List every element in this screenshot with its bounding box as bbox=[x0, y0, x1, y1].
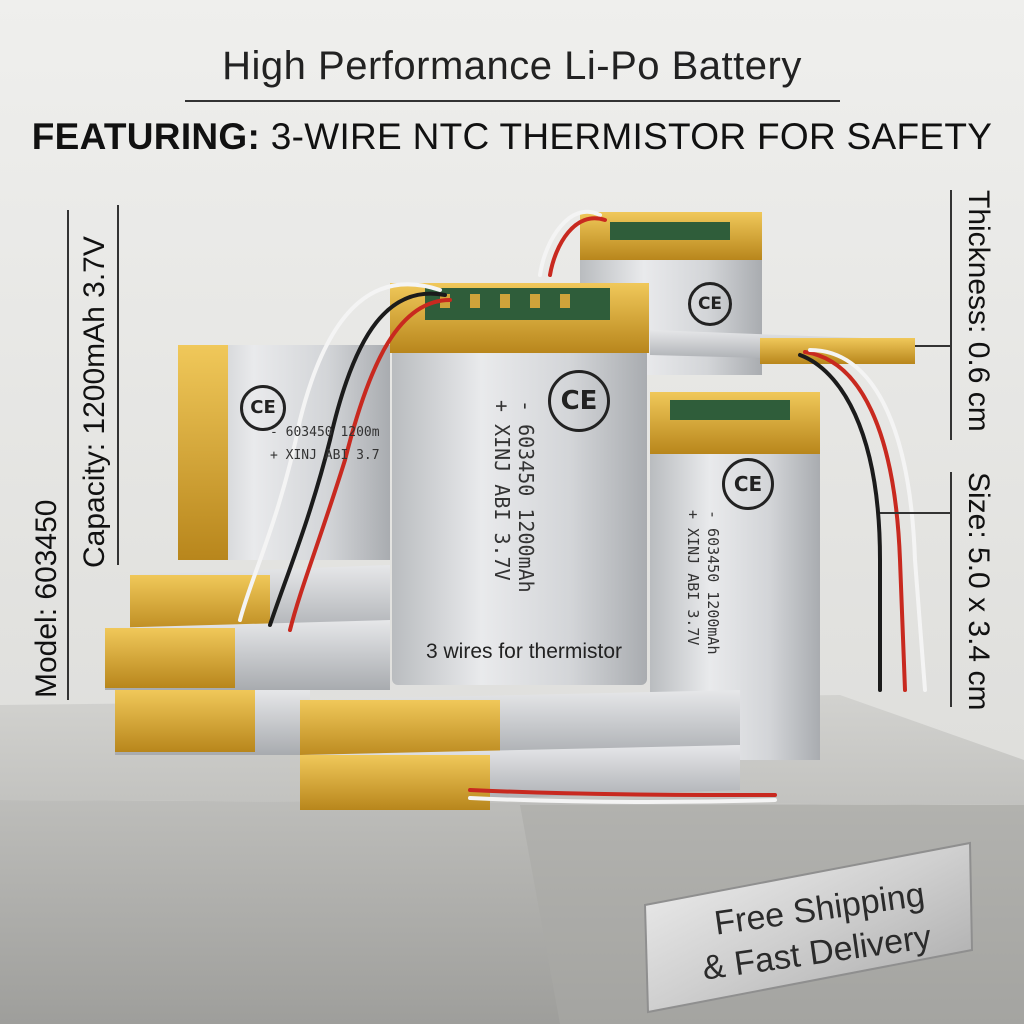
size-spec: Size: 5.0 x 3.4 cm bbox=[962, 472, 995, 711]
thermistor-note: 3 wires for thermistor bbox=[426, 640, 623, 663]
battery-left bbox=[178, 345, 390, 560]
left-spec-divider bbox=[67, 210, 69, 700]
battery-brand-line: + XINJ ABI 3.7V bbox=[490, 400, 514, 581]
thickness-pointer bbox=[915, 345, 951, 347]
right-ce-mark-icon: CE bbox=[722, 458, 774, 510]
title-underline bbox=[185, 100, 840, 102]
battery-stack-left bbox=[105, 565, 390, 755]
page-title: High Performance Li-Po Battery bbox=[222, 44, 802, 88]
top-ce-mark-icon: CE bbox=[688, 282, 732, 326]
back-model-line: - 603450 1200m bbox=[270, 425, 380, 440]
battery-thin-horizontal bbox=[650, 330, 915, 364]
capacity-spec: Capacity: 1200mAh 3.7V bbox=[78, 236, 111, 568]
back-brand-line: + XINJ ABI 3.7 bbox=[270, 448, 380, 463]
metal-plate bbox=[643, 841, 974, 1014]
back-ce-mark-icon: CE bbox=[240, 385, 286, 431]
right-brand-line: + XINJ ABI 3.7V bbox=[684, 510, 702, 646]
thickness-divider bbox=[950, 190, 952, 440]
wires bbox=[238, 209, 927, 805]
capacity-divider bbox=[117, 205, 119, 565]
right-model-line: - 603450 1200mAh bbox=[704, 510, 722, 655]
ce-mark-icon: CE bbox=[548, 370, 610, 432]
feature-headline: FEATURING: 3-WIRE NTC THERMISTOR FOR SAF… bbox=[0, 116, 1024, 158]
model-spec: Model: 603450 bbox=[30, 499, 63, 699]
feature-lead: FEATURING: bbox=[31, 116, 261, 157]
size-pointer bbox=[880, 512, 950, 514]
size-divider bbox=[950, 472, 952, 707]
feature-text: 3-WIRE NTC THERMISTOR FOR SAFETY bbox=[260, 116, 993, 157]
battery-model-line: - 603450 1200mAh bbox=[514, 400, 538, 593]
thickness-spec: Thickness: 0.6 cm bbox=[962, 190, 995, 432]
battery-stack-front bbox=[300, 690, 740, 810]
